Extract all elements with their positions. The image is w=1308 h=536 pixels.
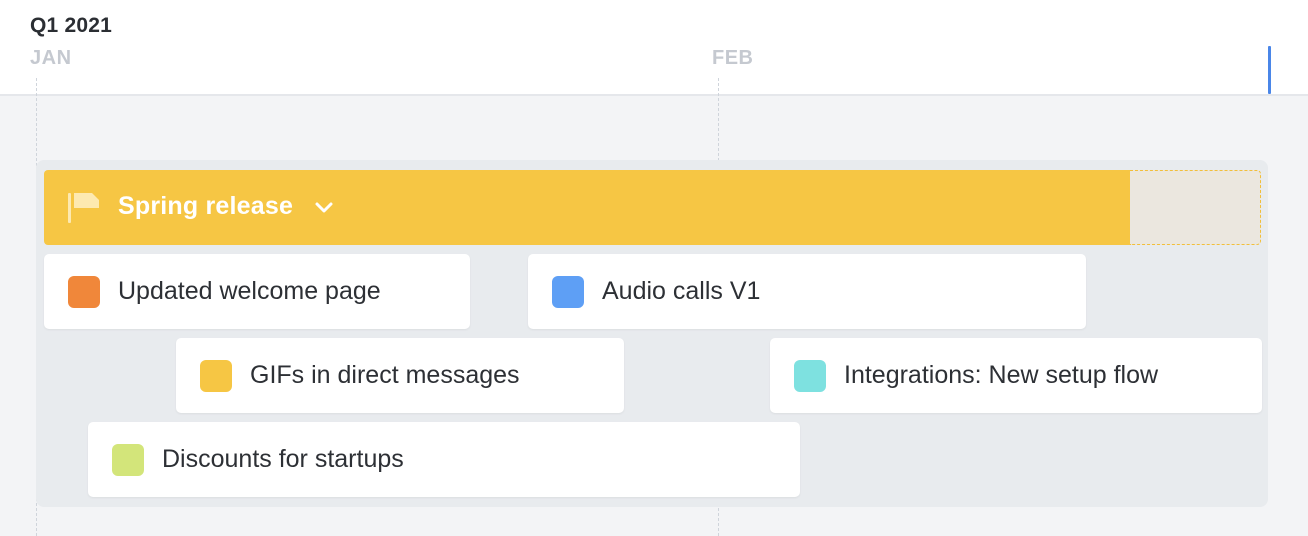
color-swatch [112,444,144,476]
flag-icon [68,193,99,223]
card-label: Integrations: New setup flow [844,361,1159,389]
release-bar-extension[interactable] [1130,170,1261,245]
color-swatch [552,276,584,308]
card-label: GIFs in direct messages [250,361,520,389]
quarter-label: Q1 2021 [30,14,112,37]
today-marker [1268,46,1271,94]
color-swatch [68,276,100,308]
release-label: Spring release [118,192,294,220]
month-label-jan: JAN [30,47,72,69]
chevron-down-icon[interactable] [314,198,334,218]
roadmap-card-updated-welcome-page[interactable]: Updated welcome page [44,254,470,329]
timeline-header: Q1 2021 JAN FEB [0,0,1308,96]
roadmap-card-discounts-for-startups[interactable]: Discounts for startups [88,422,800,497]
release-bar[interactable]: Spring release [44,170,1130,245]
card-label: Discounts for startups [162,445,404,473]
roadmap-card-audio-calls-v1[interactable]: Audio calls V1 [528,254,1086,329]
roadmap-card-gifs-in-direct-messages[interactable]: GIFs in direct messages [176,338,624,413]
card-label: Audio calls V1 [602,277,761,305]
roadmap-card-integrations-new-setup-flow[interactable]: Integrations: New setup flow [770,338,1262,413]
color-swatch [200,360,232,392]
month-label-feb: FEB [712,47,754,69]
card-label: Updated welcome page [118,277,381,305]
color-swatch [794,360,826,392]
